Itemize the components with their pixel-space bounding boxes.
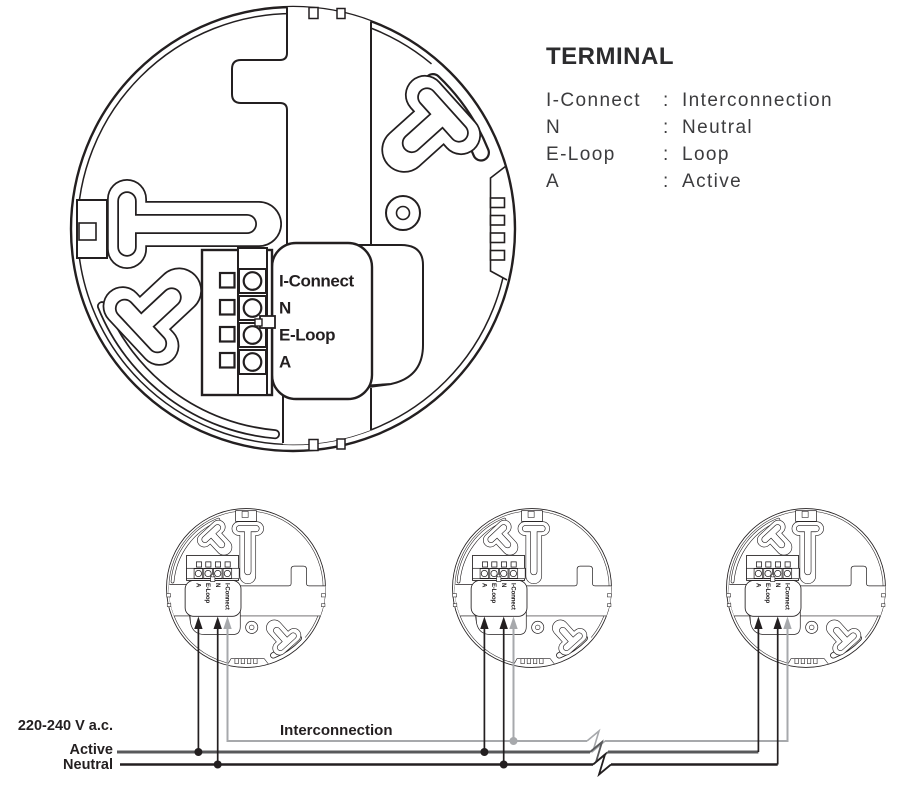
legend-desc: Active bbox=[682, 171, 743, 192]
mounting-base-large bbox=[71, 7, 515, 451]
legend-term: I-Connect bbox=[546, 90, 641, 111]
legend-term: N bbox=[546, 117, 562, 138]
legend-desc: Loop bbox=[682, 144, 730, 165]
active-label: Active bbox=[69, 742, 113, 758]
terminal-legend-title: TERMINAL bbox=[546, 43, 674, 70]
legend-term: E-Loop bbox=[546, 144, 616, 165]
wire-break-icon bbox=[586, 728, 606, 754]
legend-desc: Interconnection bbox=[682, 90, 833, 111]
legend-colon: : bbox=[663, 117, 670, 138]
legend-colon: : bbox=[663, 144, 670, 165]
wire-arrow-icons bbox=[194, 616, 792, 629]
terminal-legend-rows: I-Connect : Interconnection N : Neutral … bbox=[546, 87, 833, 195]
mounting-base-small-1 bbox=[167, 509, 326, 668]
neutral-wire bbox=[120, 626, 779, 778]
legend-row-a: A : Active bbox=[546, 168, 833, 195]
wire-break-icon bbox=[592, 751, 612, 778]
legend-row-n: N : Neutral bbox=[546, 114, 833, 141]
legend-desc: Neutral bbox=[682, 117, 754, 138]
legend-term: A bbox=[546, 171, 561, 192]
mounting-base-small-2 bbox=[453, 509, 612, 668]
legend-colon: : bbox=[663, 171, 670, 192]
mains-labels: 220-240 V a.c. Active Neutral bbox=[0, 719, 113, 773]
legend-row-e-loop: E-Loop : Loop bbox=[546, 141, 833, 168]
interconnection-label: Interconnection bbox=[280, 722, 393, 739]
legend-colon: : bbox=[663, 90, 670, 111]
legend-row-i-connect: I-Connect : Interconnection bbox=[546, 87, 833, 114]
interconnection-wire bbox=[226, 626, 789, 754]
junction-dots bbox=[194, 737, 518, 769]
mounting-base-small-3 bbox=[727, 509, 886, 668]
supply-voltage-label: 220-240 V a.c. bbox=[17, 718, 113, 734]
terminal-legend: TERMINAL I-Connect : Interconnection N :… bbox=[546, 44, 833, 195]
neutral-label: Neutral bbox=[63, 757, 113, 773]
